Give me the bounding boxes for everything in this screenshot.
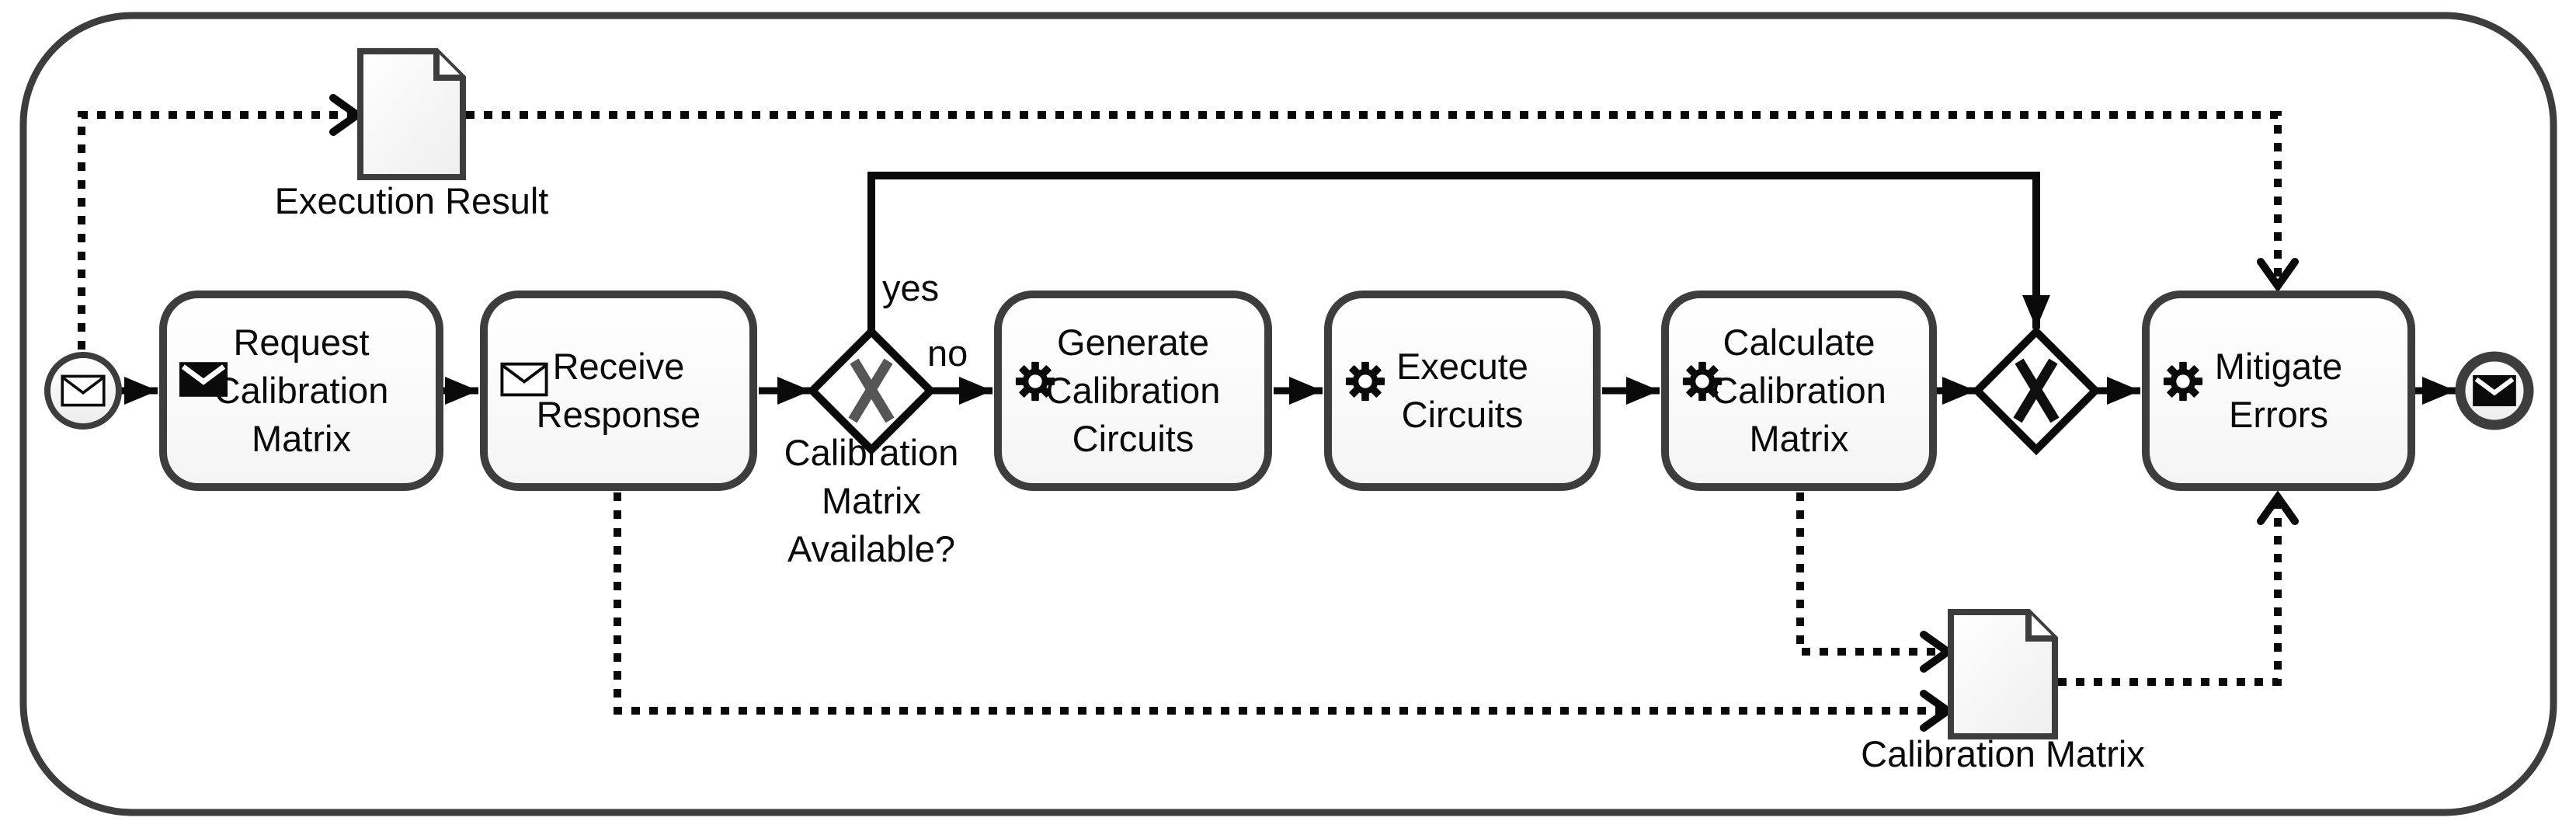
gear-icon — [1014, 312, 1056, 414]
message-icon — [2473, 375, 2516, 406]
end-event[interactable] — [2455, 351, 2534, 430]
gear-icon — [1681, 312, 1723, 414]
message-filled-icon — [179, 312, 228, 409]
x-marker-icon — [2013, 358, 2060, 423]
start-event[interactable] — [44, 352, 122, 430]
gear-icon — [1344, 312, 1386, 414]
task-receive-response[interactable]: Receive Response — [480, 291, 757, 491]
gateway-label-calibration-matrix-available: Calibration Matrix Available? — [784, 432, 959, 569]
task-label: Generate Calibration Circuits — [1045, 322, 1221, 459]
data-object-label-execution-result: Execution Result — [274, 180, 549, 221]
x-marker-icon — [848, 358, 895, 423]
task-request-calibration-matrix[interactable]: Request Calibration Matrix — [159, 291, 443, 491]
task-generate-calibration-circuits[interactable]: Generate Calibration Circuits — [994, 291, 1272, 491]
flow-label-no: no — [927, 332, 968, 374]
task-label: Execute Circuits — [1396, 346, 1528, 435]
process-container — [19, 12, 2557, 816]
task-label: Mitigate Errors — [2214, 346, 2343, 435]
assoc-calculate-to-calibration-matrix — [1796, 492, 1955, 673]
assoc-receive-to-calibration-matrix — [614, 492, 1955, 732]
gateway-calibration-matrix-available[interactable] — [806, 325, 937, 456]
task-execute-circuits[interactable]: Execute Circuits — [1324, 291, 1601, 491]
message-outline-icon — [500, 312, 548, 409]
data-object-execution-result[interactable] — [357, 48, 466, 180]
data-object-calibration-matrix[interactable] — [1948, 609, 2058, 739]
assoc-execution-result-to-mitigate — [466, 111, 2299, 293]
gateway-merge[interactable] — [1971, 325, 2101, 456]
data-object-label-calibration-matrix: Calibration Matrix — [1861, 733, 2145, 774]
task-mitigate-errors[interactable]: Mitigate Errors — [2142, 291, 2415, 491]
task-label: Calculate Calibration Matrix — [1712, 322, 1886, 459]
task-label: Request Calibration Matrix — [214, 322, 389, 459]
assoc-calibration-matrix-to-mitigate — [2058, 490, 2299, 686]
task-calculate-calibration-matrix[interactable]: Calculate Calibration Matrix — [1661, 291, 1937, 491]
flow-gateway1-yes-to-gateway2 — [867, 172, 2050, 333]
task-label: Receive Response — [536, 346, 701, 435]
gear-icon — [2162, 312, 2204, 414]
assoc-start-to-execution-result — [78, 94, 364, 350]
message-icon — [61, 374, 106, 407]
flow-label-yes: yes — [882, 267, 940, 308]
